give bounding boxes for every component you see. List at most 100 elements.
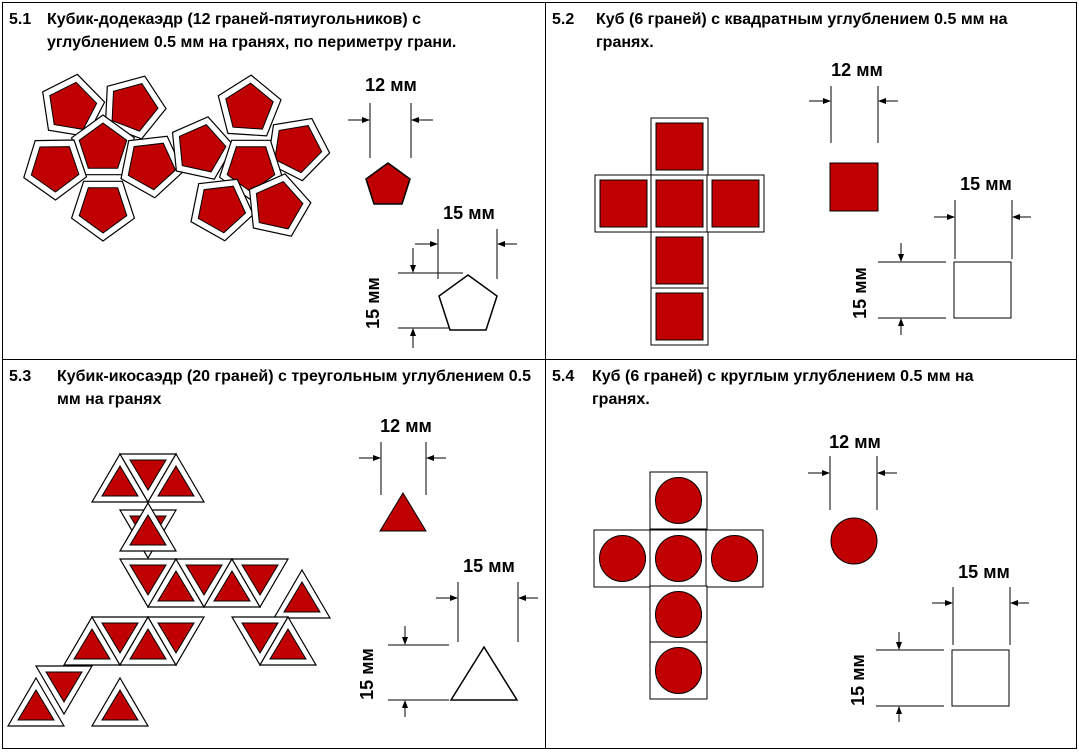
panel-5-2: 5.2 Куб (6 граней) с квадратным углублен…: [545, 2, 1077, 360]
triangle-face: [73, 628, 111, 660]
arrow-icon: [945, 600, 953, 606]
arrow-icon: [822, 470, 830, 476]
small-triangle: [379, 492, 427, 532]
panel-5-3: 5.3 Кубик-икосаэдр (20 граней) с треугол…: [2, 359, 546, 749]
arrow-icon: [362, 117, 370, 123]
dim-large-group: 15 мм 15 мм: [850, 174, 1031, 335]
pentagon-face: [127, 142, 177, 191]
arrow-icon: [450, 595, 458, 601]
pentagon-face: [78, 187, 128, 234]
triangle-face: [101, 622, 139, 654]
dim-large-h-label: 15 мм: [850, 267, 870, 319]
triangle-face: [129, 628, 167, 660]
panel-title: Куб (6 граней) с квадратным углублением …: [596, 11, 1008, 51]
triangle-face: [129, 459, 167, 491]
triangle-face: [269, 628, 307, 660]
small-pentagon: [365, 162, 411, 205]
square-face: [655, 292, 704, 341]
dim-small-label: 12 мм: [831, 60, 883, 80]
pentagon-face: [226, 146, 276, 193]
triangle-face: [101, 689, 139, 721]
icosahedron-net: [6, 452, 332, 727]
arrow-icon: [410, 265, 416, 273]
cube-net-square-diagram: 12 мм 15 мм 15 мм: [594, 60, 1031, 346]
panel-number: 5.2: [552, 11, 575, 28]
pentagon-face: [111, 83, 159, 132]
dim-large-h-label: 15 мм: [363, 277, 383, 329]
dim-large-h-label: 15 мм: [848, 654, 868, 706]
dim-large-group: 15 мм 15 мм: [848, 562, 1029, 722]
square-face: [655, 179, 704, 228]
arrow-icon: [878, 98, 886, 104]
arrow-icon: [410, 328, 416, 336]
pentagon-face: [274, 125, 323, 174]
large-square-outline: [951, 649, 1010, 707]
panel-number: 5.3: [9, 368, 32, 385]
arrow-icon: [898, 254, 904, 262]
dim-small-label: 12 мм: [365, 75, 417, 95]
triangle-face: [157, 465, 195, 497]
triangle-face: [45, 671, 83, 703]
circle-face: [655, 535, 702, 582]
circle-face: [711, 535, 758, 582]
dodecahedron-net: [23, 73, 331, 242]
dim-small-group: 12 мм: [359, 416, 446, 495]
large-pentagon-outline: [438, 274, 498, 331]
panel-title: Кубик-додекаэдр (12 граней-пятиугольнико…: [47, 11, 457, 51]
panel-5-1: 5.1 Кубик-додекаэдр (12 граней-пятиуголь…: [2, 2, 546, 360]
arrow-icon: [896, 642, 902, 650]
square-face: [599, 179, 648, 228]
dim-large-w-label: 15 мм: [463, 556, 515, 576]
arrow-icon: [402, 637, 408, 645]
cube-net-circle-diagram: 12 мм 15 мм 15 мм: [593, 432, 1029, 722]
arrow-icon: [1010, 600, 1018, 606]
triangle-face: [241, 622, 279, 654]
dim-small-label: 12 мм: [380, 416, 432, 436]
cube-net-squares: [594, 117, 765, 346]
pentagon-face: [30, 146, 80, 193]
square-face: [655, 122, 704, 171]
arrow-icon: [896, 706, 902, 714]
dim-small-group: 12 мм: [808, 432, 897, 510]
arrow-icon: [373, 455, 381, 461]
small-square: [829, 162, 879, 212]
dim-large-h-label: 15 мм: [357, 648, 377, 700]
triangle-face: [213, 570, 251, 602]
pentagon-face: [178, 123, 227, 173]
circle-face: [655, 647, 702, 694]
dim-large-w-label: 15 мм: [443, 203, 495, 223]
triangle-face: [17, 689, 55, 721]
arrow-icon: [411, 117, 419, 123]
pentagon-face: [78, 122, 128, 169]
dim-small-group: 12 мм: [348, 75, 433, 158]
panel-number: 5.1: [9, 11, 32, 28]
panel-title: Кубик-икосаэдр (20 граней) с треугольным…: [57, 368, 532, 408]
dim-large-group: 15 мм 15 мм: [357, 556, 538, 717]
arrow-icon: [518, 595, 526, 601]
arrow-icon: [947, 214, 955, 220]
triangle-face: [157, 570, 195, 602]
triangle-face: [129, 514, 167, 546]
panel-title: Куб (6 граней) с круглым углублением 0.5…: [592, 368, 974, 408]
triangle-face: [129, 564, 167, 596]
large-triangle-outline: [449, 645, 519, 701]
triangle-face: [157, 622, 195, 654]
dodecahedron-net-diagram: 12 мм 15 мм 15 мм: [23, 73, 517, 348]
pentagon-face: [225, 82, 274, 130]
arrow-icon: [402, 700, 408, 708]
panel-number: 5.4: [552, 368, 575, 385]
dim-large-w-label: 15 мм: [960, 174, 1012, 194]
triangle-face: [185, 564, 223, 596]
arrow-icon: [823, 98, 831, 104]
arrow-icon: [1012, 214, 1020, 220]
dim-large-w-label: 15 мм: [958, 562, 1010, 582]
dim-small-label: 12 мм: [829, 432, 881, 452]
icosahedron-net-diagram: 12 мм 15 мм 15 мм: [6, 416, 538, 727]
arrow-icon: [426, 455, 434, 461]
circle-face: [655, 477, 702, 524]
triangle-face: [101, 465, 139, 497]
circle-face: [599, 535, 646, 582]
arrow-icon: [877, 470, 885, 476]
arrow-icon: [898, 318, 904, 326]
panel-5-4: 5.4 Куб (6 граней) с круглым углублением…: [545, 359, 1077, 749]
